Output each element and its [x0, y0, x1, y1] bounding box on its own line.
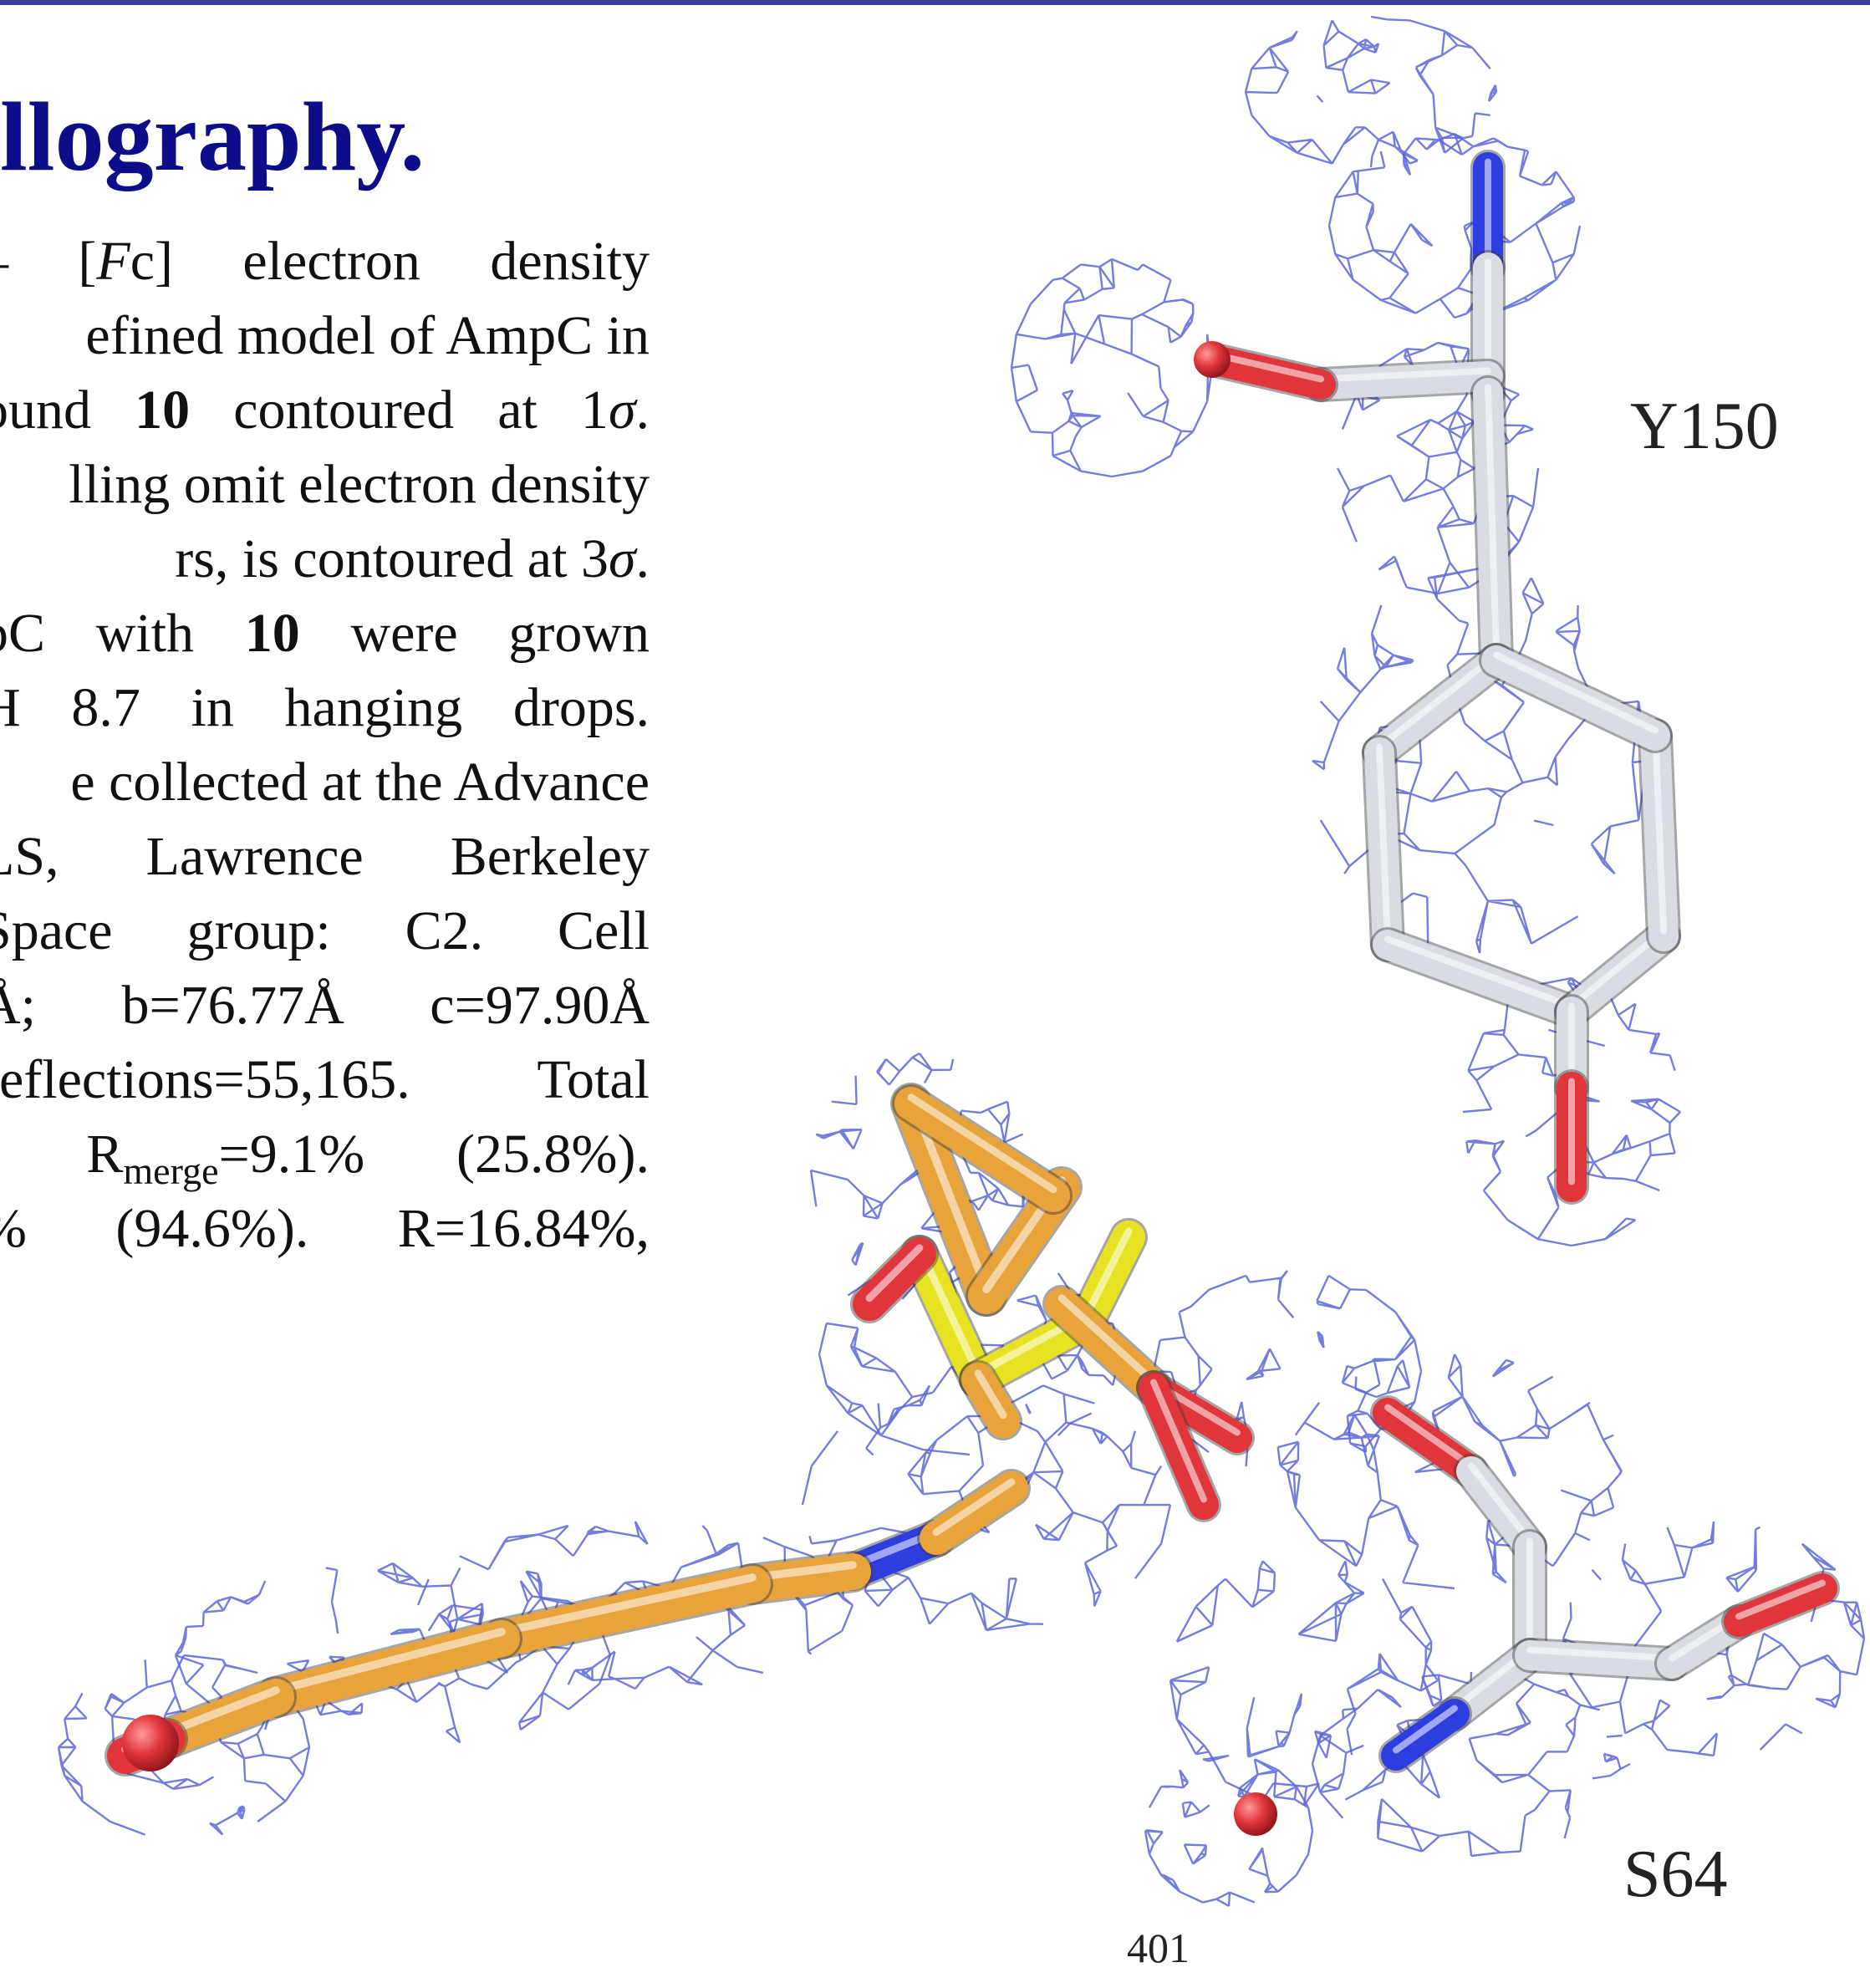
- residue-label-s64: S64: [1623, 1841, 1728, 1908]
- bond: [1388, 945, 1572, 1012]
- bond: [1572, 936, 1664, 1012]
- bond: [1379, 660, 1496, 752]
- residue-label-y150: Y150: [1630, 393, 1779, 460]
- bond: [1739, 1588, 1822, 1622]
- tyr-oxygen: [1194, 341, 1231, 378]
- water-label-401: 401: [1127, 1927, 1190, 1969]
- bond: [1396, 1714, 1455, 1756]
- bond: [936, 1488, 1011, 1538]
- mesh-patch: [1011, 259, 1212, 477]
- bond: [869, 1254, 920, 1304]
- mesh-patch: [1145, 1756, 1312, 1906]
- ligand-oxygen: [122, 1715, 179, 1771]
- bond-highlight: [1379, 655, 1496, 747]
- mesh-patch: [1329, 134, 1580, 318]
- stick-model: [125, 162, 1822, 1756]
- density-mesh: [59, 17, 1864, 1906]
- bond: [1496, 660, 1655, 736]
- water-oxygen: [1234, 1792, 1277, 1836]
- bond-highlight: [1496, 655, 1655, 731]
